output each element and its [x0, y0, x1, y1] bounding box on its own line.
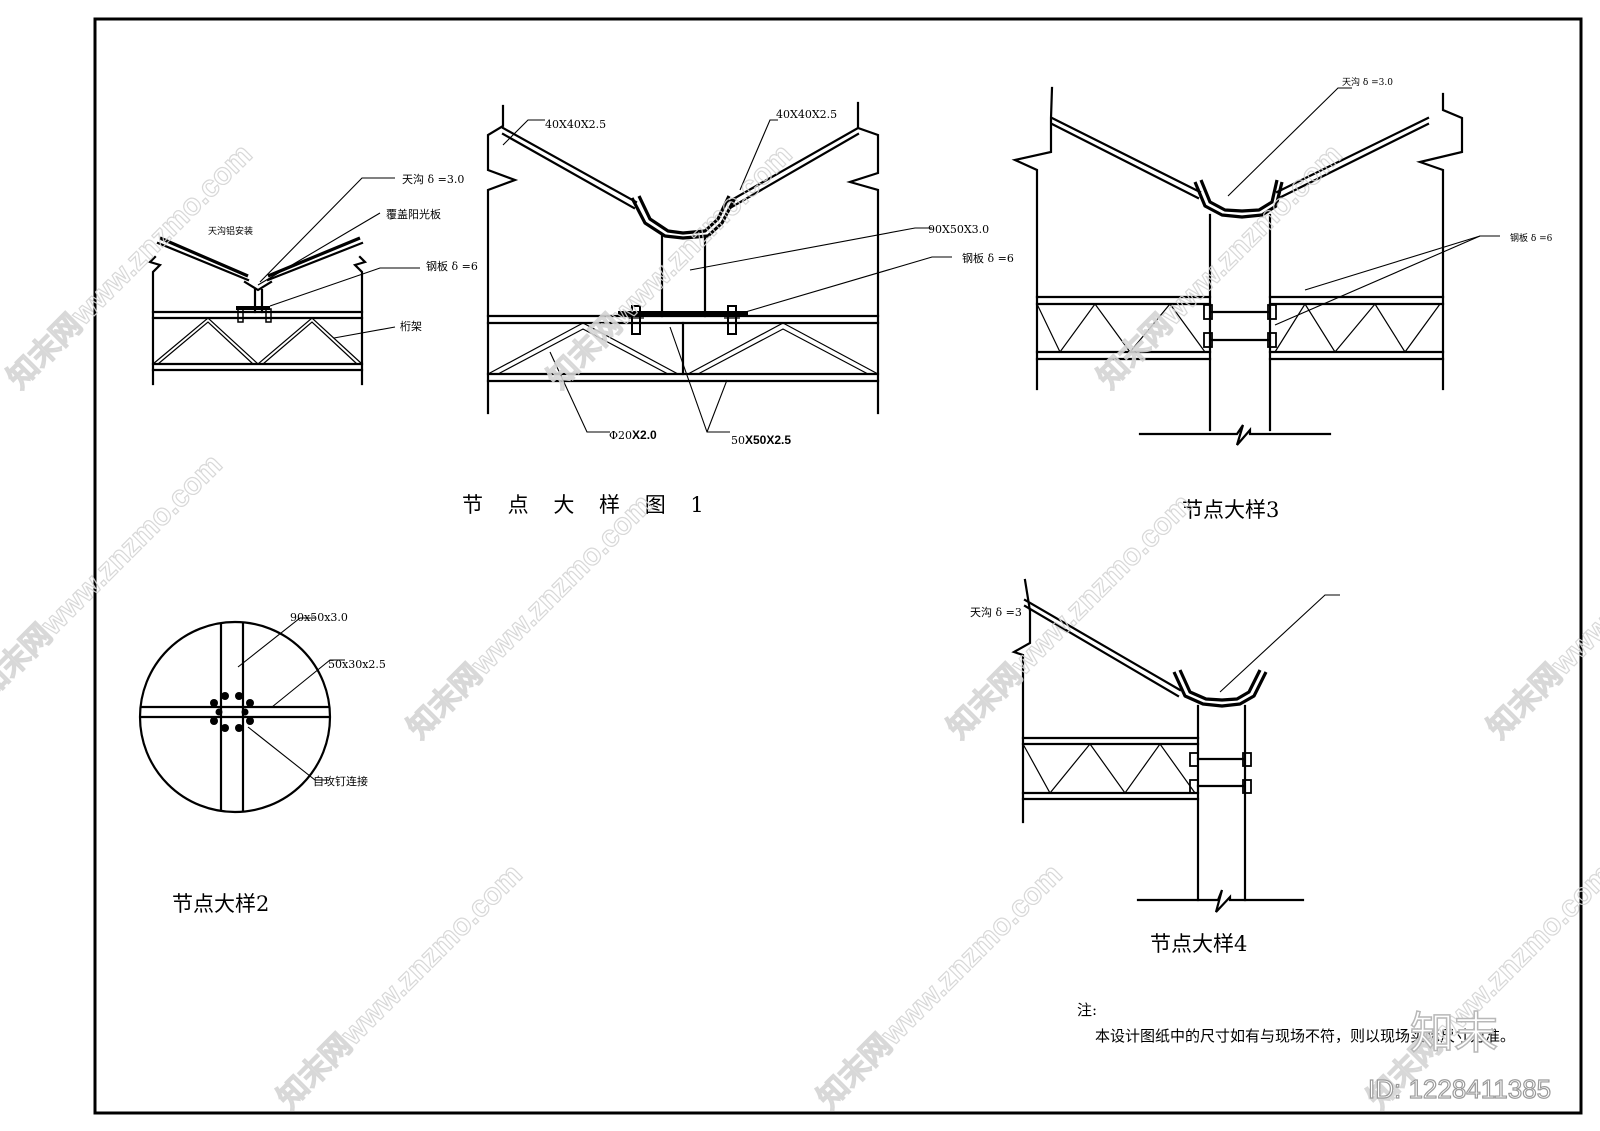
watermark-text: 知末网www.znzmo.com [0, 448, 229, 705]
label-plate: 钢板 δ =6 [426, 259, 478, 273]
label-90x50: 90X50X3.0 [928, 223, 989, 236]
watermark-text: 知末网www.znzmo.com [812, 858, 1069, 1115]
detail-3-title: 节点大样3 [1182, 498, 1279, 522]
label-90x50: 90x50x3.0 [290, 611, 348, 624]
label-gutter: 天沟 δ =3 [970, 606, 1022, 619]
notes: 注: 本设计图纸中的尺寸如有与现场不符，则以现场实际尺寸为准。 [1077, 1001, 1515, 1045]
notes-text: 本设计图纸中的尺寸如有与现场不符，则以现场实际尺寸为准。 [1095, 1027, 1515, 1045]
detail-2-joint: 90x50x3.0 50x30x2.5 自攻钉连接 节点大样2 [138, 611, 386, 916]
label-plate: 钢板 δ =6 [1510, 232, 1553, 244]
detail-3-gutter: 天沟 δ =3.0 钢板 δ =6 节点大样3 [1011, 76, 1553, 522]
image-id: ID: 1228411385 [1368, 1074, 1551, 1104]
detail-0-gutter-small: 天沟 δ =3.0 覆盖阳光板 钢板 δ =6 桁架 天沟铝安装 [147, 173, 478, 386]
detail-2-title: 节点大样2 [172, 892, 269, 916]
detail-4-gutter: 天沟 δ =3 节点大样4 [970, 578, 1340, 956]
label-screw: 自攻钉连接 [313, 774, 368, 788]
watermark-text: 知末网www.znzmo.com [2, 138, 259, 395]
label-40x40-left: 40X40X2.5 [545, 118, 606, 131]
label-tube: 50X50X2.5 [731, 433, 791, 447]
detail-4-title: 节点大样4 [1150, 932, 1247, 956]
label-40x40-right: 40X40X2.5 [776, 108, 837, 121]
label-50x30: 50x30x2.5 [328, 658, 386, 671]
detail-1-gutter: 40X40X2.5 40X40X2.5 90X50X3.0 钢板 δ =6 Φ2… [462, 101, 1014, 517]
sheet-border [93, 17, 1583, 1115]
label-plate: 钢板 δ =6 [962, 251, 1014, 265]
label-truss: 桁架 [400, 319, 422, 333]
label-pipe: Φ20X2.0 [609, 428, 657, 442]
detail-1-title: 节 点 大 样 图 1 [462, 493, 713, 517]
label-gutter: 天沟 δ =3.0 [402, 173, 464, 186]
label-cover: 覆盖阳光板 [386, 207, 441, 221]
watermark-text: 知末网www.znzmo.com [402, 488, 659, 745]
label-gutter: 天沟 δ =3.0 [1342, 76, 1393, 88]
watermarks: 知末网www.znzmo.com 知末网www.znzmo.com 知末网www… [0, 137, 1600, 1115]
brand-watermark: 知末 [1410, 1009, 1498, 1058]
label-install: 天沟铝安装 [208, 225, 253, 237]
watermark-text: 知末网www.znzmo.com [272, 858, 529, 1115]
watermark-text: 知末网www.znzmo.com [1092, 138, 1349, 395]
notes-heading: 注: [1077, 1001, 1097, 1019]
